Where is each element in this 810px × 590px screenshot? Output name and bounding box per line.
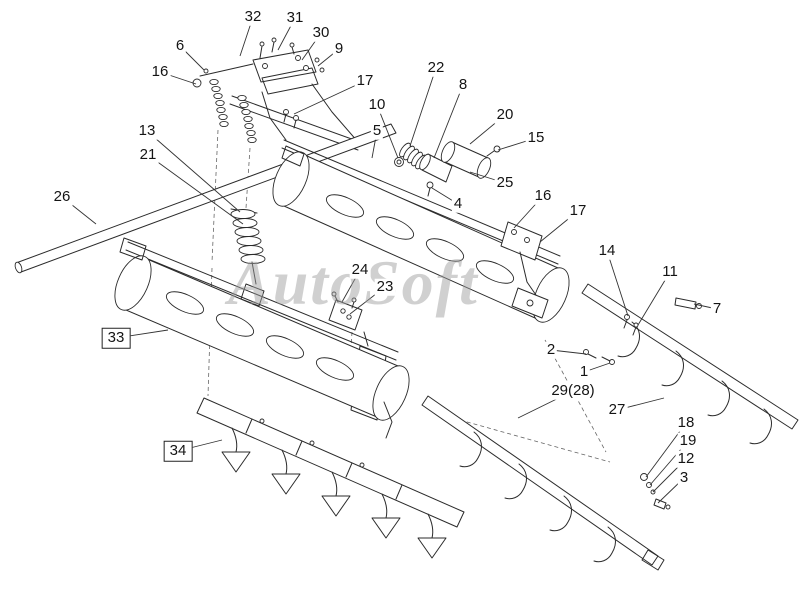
chain-links: [209, 78, 257, 144]
part-label-27: 27: [606, 400, 628, 419]
spring-damper-group: [394, 142, 453, 197]
part-label-19: 19: [677, 431, 699, 450]
leader-line-label-14: [606, 250, 629, 317]
part-label-14: 14: [596, 241, 618, 260]
part-label-3: 3: [677, 468, 691, 487]
part-label-32: 32: [242, 7, 264, 26]
tine-bar-upper: [581, 283, 799, 445]
part-label-23: 23: [374, 277, 396, 296]
leader-line-label-18: [645, 422, 687, 478]
part-label-13: 13: [136, 121, 158, 140]
part-label-9: 9: [332, 39, 346, 58]
part-label-21: 21: [137, 145, 159, 164]
leader-line-label-17a: [293, 80, 366, 115]
part-label-4: 4: [451, 194, 465, 213]
part-label-26: 26: [51, 187, 73, 206]
part-label-22: 22: [425, 58, 447, 77]
part-label-34: 34: [163, 440, 193, 462]
part-label-20: 20: [494, 105, 516, 124]
top-bracket-assembly: [192, 37, 325, 129]
bearing-cylinder-group: [440, 141, 501, 179]
tine-bar-lower: [421, 395, 671, 571]
part-label-15: 15: [525, 128, 547, 147]
part-label-25: 25: [494, 173, 516, 192]
part-label-12: 12: [675, 449, 697, 468]
leader-line-label-10: [376, 104, 399, 159]
part-label-2: 2: [544, 340, 558, 359]
leader-line-label-21: [147, 154, 244, 225]
part-label-8: 8: [456, 75, 470, 94]
part-label-1: 1: [577, 362, 591, 381]
leader-line-label-22: [409, 67, 437, 147]
clamp-bracket: [328, 291, 363, 331]
leader-line-label-13: [146, 130, 241, 213]
part-label-6: 6: [173, 36, 187, 55]
part-label-31: 31: [284, 8, 306, 27]
leader-line-label-8: [433, 84, 464, 159]
part-label-24: 24: [349, 260, 371, 279]
leader-line-label-11: [637, 271, 671, 326]
part-label-16a: 16: [149, 62, 171, 81]
part-label-10: 10: [366, 95, 388, 114]
part-label-5: 5: [370, 121, 384, 140]
depth-spring: [230, 208, 266, 307]
part-label-16b: 16: [532, 186, 554, 205]
part-label-18: 18: [675, 413, 697, 432]
part-label-30: 30: [310, 23, 332, 42]
part-label-33: 33: [101, 327, 131, 349]
part-label-11: 11: [660, 262, 680, 281]
part-label-7: 7: [710, 299, 724, 318]
lower-cage-roller: [114, 237, 410, 439]
part-label-29-28: 29(28): [549, 381, 597, 400]
right-bearing-bracket: [500, 221, 549, 319]
part-label-17b: 17: [567, 201, 589, 220]
part-label-17a: 17: [354, 71, 376, 90]
toolbar-with-sweeps: [196, 397, 465, 559]
